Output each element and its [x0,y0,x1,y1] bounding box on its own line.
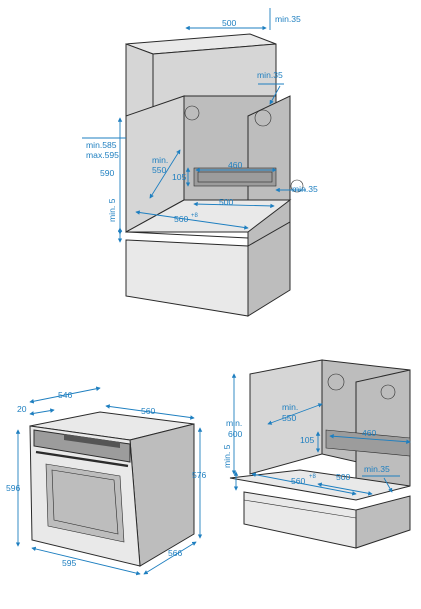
label-595: 595 [62,558,77,568]
label-576: 576 [192,470,207,480]
vent-slot [193,167,277,187]
oven-door-glass [51,469,119,535]
cab-plinth-side [355,495,411,549]
label-cab-105: 105 [300,435,315,445]
cab-cable-hole-1 [327,373,345,391]
label-min585: min.585 [86,140,117,150]
cab-plinth-front [243,491,357,549]
dim-line-min550 [149,149,181,199]
dim-arrow-cab-min35 [383,477,393,493]
label-min550-b: 550 [152,165,167,175]
lower-body-front [125,239,249,317]
label-590: 590 [100,168,115,178]
lower-body-side [247,221,291,317]
dim-line-546 [29,386,101,404]
tall-cabinet-drawing: 500 min.35 min.35 min.585 max.595 590 mi… [82,8,318,317]
label-min600-b: 600 [228,429,243,439]
dim-line-560 [135,210,249,230]
label-cab-min550-a: min. [282,402,298,412]
label-cab-min5: min. 5 [222,444,232,468]
label-cab-min550-b: 550 [282,413,297,423]
label-560: 560 [174,214,189,224]
dim-line-500-bottom [193,201,275,209]
label-560-sup: +8 [191,213,199,219]
dim-line-cab-min550 [267,403,323,425]
oven-drawing: 546 20 560 596 576 595 566 [6,386,207,576]
dim-line-20 [29,408,55,416]
label-min550-a: min. [152,155,168,165]
label-566: 566 [168,548,183,558]
label-460: 460 [228,160,243,170]
under-counter-cabinet-drawing: min. 550 min. 600 460 105 min. 5 560 +8 … [222,359,411,549]
label-596: 596 [6,483,21,493]
label-cab-560: 560 [291,476,306,486]
dim-line-566 [143,541,197,575]
dim-line-cab-500 [317,482,373,496]
oven-handle [35,450,129,468]
label-105: 105 [172,172,187,182]
label-min5: min. 5 [107,198,117,222]
label-min600-a: min. [226,418,242,428]
dim-line-cab-460 [329,434,411,444]
cab-cable-hole-2 [380,384,396,400]
dim-line-595 [31,546,141,576]
oven-side-face [129,423,195,567]
label-546: 546 [58,390,73,400]
shelf-edge [125,231,249,239]
dim-arrow-min35-side [269,85,281,105]
cab-plinth-line [243,499,357,519]
cable-hole-side [290,179,304,193]
label-min35-vent: min.35 [292,184,318,194]
label-min35-side: min.35 [257,70,283,80]
label-20: 20 [17,404,27,414]
label-500-top: 500 [222,18,237,28]
oven-display [64,434,120,448]
label-cab-460: 460 [362,428,377,438]
label-max595: max.595 [86,150,119,160]
label-560-oven: 560 [141,406,156,416]
label-cab-500: 500 [336,472,351,482]
upper-box-front [125,43,154,117]
label-cab-min35: min.35 [364,464,390,474]
label-cab-560-sup: +8 [309,474,317,480]
dim-line-560-oven [105,404,195,420]
cable-hole-left [184,105,200,121]
label-min35-top: min.35 [275,14,301,24]
label-500-bottom: 500 [219,197,234,207]
cable-hole-right [254,109,272,127]
